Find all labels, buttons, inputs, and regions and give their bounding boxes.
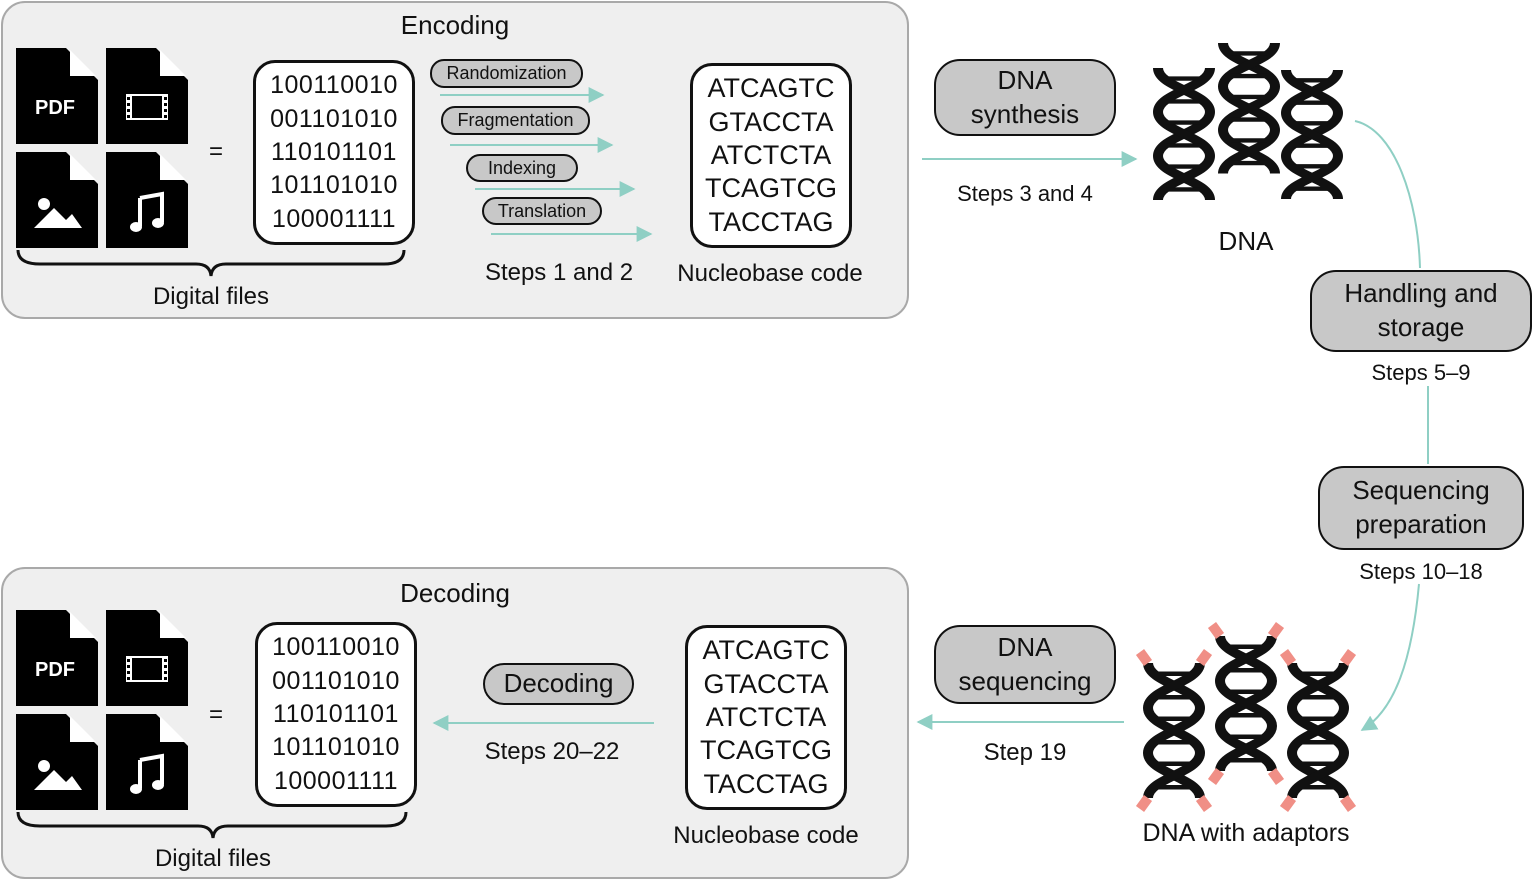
nucleobase-code-label: Nucleobase code xyxy=(673,822,859,849)
decoding-title: Decoding xyxy=(400,578,510,608)
sequencing-preparation-pill: Sequencing preparation xyxy=(1318,466,1524,550)
handling-line2: storage xyxy=(1377,312,1465,342)
pdf-label: PDF xyxy=(35,97,75,119)
binary-line: 100110010 xyxy=(272,633,400,662)
pdf-file-icon: PDF xyxy=(16,610,98,711)
seq-prep-steps-label: Steps 10–18 xyxy=(1359,559,1483,584)
encoding-steps-label: Steps 1 and 2 xyxy=(484,259,634,286)
dna-helix-icon xyxy=(1158,43,1338,200)
equals-sign: = xyxy=(208,138,224,165)
binary-line: 001101010 xyxy=(270,104,398,133)
dna-sequencing-line2: sequencing xyxy=(958,665,1092,696)
sequencing-steps-label: Step 19 xyxy=(983,739,1067,766)
nucleobase-line: TACCTAG xyxy=(708,206,834,237)
files-brace xyxy=(16,249,406,277)
fragmentation-pill: Fragmentation xyxy=(441,106,590,135)
nucleobase-line: ATCAGTC xyxy=(702,635,830,666)
synthesis-steps-label: Steps 3 and 4 xyxy=(957,181,1093,206)
binary-line: 100001111 xyxy=(273,766,399,795)
handling-storage-pill: Handling and storage xyxy=(1310,270,1532,352)
seq-prep-line2: preparation xyxy=(1355,509,1487,539)
nucleobase-line: TCAGTCG xyxy=(705,173,837,204)
digital-files-label: Digital files xyxy=(154,845,272,872)
equals-sign: = xyxy=(208,701,224,728)
nucleobase-code-box: ATCAGTC GTACCTA ATCTCTA TCAGTCG TACCTAG xyxy=(685,625,847,810)
nucleobase-line: ATCTCTA xyxy=(705,701,827,732)
handling-steps-label: Steps 5–9 xyxy=(1371,360,1471,385)
video-file-icon xyxy=(106,48,188,149)
adaptor-arrow xyxy=(1360,583,1420,731)
translation-pill: Translation xyxy=(482,197,602,225)
image-file-icon xyxy=(16,152,98,253)
music-file-icon xyxy=(106,152,188,253)
binary-line: 110101101 xyxy=(271,137,397,166)
decoding-steps-label: Steps 20–22 xyxy=(484,738,620,765)
nucleobase-code-box: ATCAGTC GTACCTA ATCTCTA TCAGTCG TACCTAG xyxy=(690,63,852,248)
binary-line: 100110010 xyxy=(270,71,398,100)
dna-synthesis-pill: DNA synthesis xyxy=(934,59,1116,136)
dna-synthesis-line2: synthesis xyxy=(970,98,1080,129)
dna-sequencing-pill: DNA sequencing xyxy=(934,625,1116,704)
nucleobase-line: GTACCTA xyxy=(708,106,834,137)
dna-sequencing-line1: DNA xyxy=(997,631,1053,662)
binary-code-box: 100110010 001101010 110101101 101101010 … xyxy=(253,60,415,245)
randomization-pill: Randomization xyxy=(430,59,583,88)
nucleobase-line: TACCTAG xyxy=(703,768,829,799)
binary-line: 101101010 xyxy=(270,171,398,200)
files-brace xyxy=(16,811,408,839)
dna-adaptors-label: DNA with adaptors xyxy=(1142,819,1350,847)
nucleobase-line: GTACCTA xyxy=(703,668,829,699)
binary-line: 110101101 xyxy=(273,699,399,728)
dna-label: DNA xyxy=(1218,226,1274,256)
nucleobase-line: TCAGTCG xyxy=(700,735,832,766)
handling-line1: Handling and xyxy=(1344,278,1498,309)
binary-line: 100001111 xyxy=(271,204,397,233)
dna-synthesis-line1: DNA xyxy=(997,64,1053,95)
nucleobase-line: ATCAGTC xyxy=(707,73,835,104)
nucleobase-code-label: Nucleobase code xyxy=(677,260,863,287)
binary-line: 001101010 xyxy=(272,666,400,695)
dna-adaptor-helix-icon xyxy=(1135,622,1357,812)
binary-code-box: 100110010 001101010 110101101 101101010 … xyxy=(255,622,417,807)
music-file-icon xyxy=(106,714,188,815)
image-file-icon xyxy=(16,714,98,815)
digital-files-label: Digital files xyxy=(152,283,270,310)
indexing-pill: Indexing xyxy=(466,154,578,182)
pdf-label: PDF xyxy=(35,659,75,681)
binary-line: 101101010 xyxy=(272,733,400,762)
storage-arrow xyxy=(1354,120,1421,269)
encoding-title: Encoding xyxy=(400,10,510,40)
nucleobase-line: ATCTCTA xyxy=(710,139,832,170)
pdf-file-icon: PDF xyxy=(16,48,98,149)
seq-prep-line1: Sequencing xyxy=(1352,475,1490,506)
video-file-icon xyxy=(106,610,188,711)
decoding-pill: Decoding xyxy=(483,663,634,705)
